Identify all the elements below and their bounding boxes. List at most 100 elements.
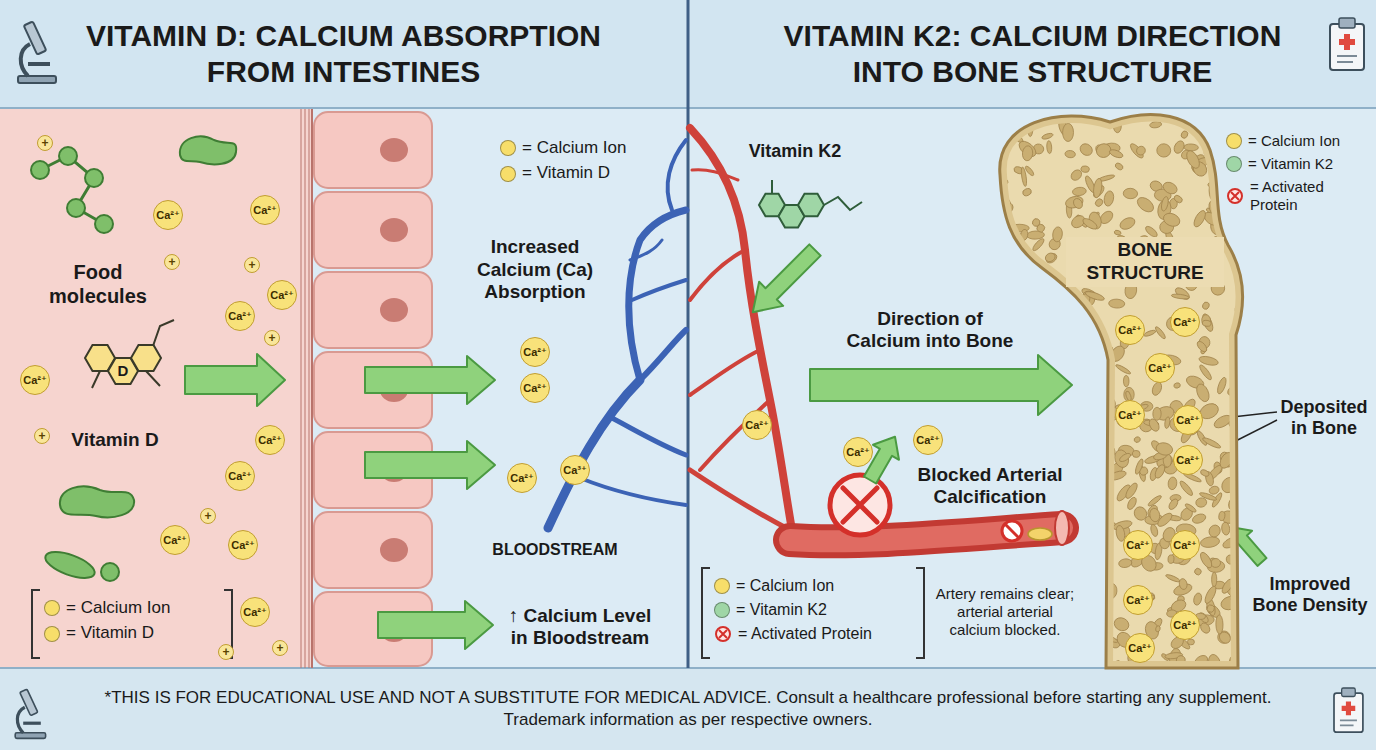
bone-pore xyxy=(1002,523,1016,537)
bone-pore xyxy=(1156,143,1171,157)
ion-label: Ca²⁺ xyxy=(1148,363,1172,374)
bone-pore xyxy=(1059,381,1073,396)
bone-pore xyxy=(1082,409,1100,419)
callout-label: Vitamin K2 xyxy=(740,141,850,162)
bone-pore xyxy=(990,103,1002,115)
legend: = Calcium Ion = Vitamin D xyxy=(500,138,672,184)
label-box: Improved Bone Density xyxy=(1249,574,1371,616)
clipboard-cross xyxy=(1339,34,1355,50)
callout-label: Vitamin D xyxy=(50,429,180,451)
legend-text: = Vitamin D xyxy=(522,163,610,183)
disclaimer-text: *THIS IS FOR EDUCATIONAL USE AND NOT A S… xyxy=(64,687,1312,731)
charge-circle: + xyxy=(218,644,234,660)
bone-pore xyxy=(1108,148,1123,159)
microscope-stage xyxy=(23,722,41,725)
ion-label: Ca²⁺ xyxy=(228,311,252,322)
bone-pore xyxy=(1057,296,1075,315)
ion-label: Ca²⁺ xyxy=(846,447,870,458)
absorption-arrow xyxy=(378,601,493,649)
bone-pore xyxy=(1238,556,1253,567)
bone-pore xyxy=(1198,355,1219,367)
vein xyxy=(612,418,686,455)
bone-pore xyxy=(1149,508,1161,523)
bone-pore xyxy=(1173,194,1184,204)
epithelial-cell xyxy=(314,272,432,348)
clipboard-board xyxy=(1334,693,1363,732)
bone-pore xyxy=(1171,293,1189,299)
charge-circle: + xyxy=(164,254,180,270)
bone-pore xyxy=(1036,427,1053,444)
bone-pore xyxy=(1057,322,1071,338)
vitamin-d-bond xyxy=(92,320,174,388)
bone-pore xyxy=(1038,399,1046,407)
bone-pore xyxy=(1084,402,1090,412)
bone-pore xyxy=(1236,495,1252,507)
bone-pore xyxy=(1069,320,1078,329)
legend-text: = Vitamin K2 xyxy=(736,600,827,619)
bone-pore xyxy=(1206,604,1216,614)
bone-pore xyxy=(1155,441,1174,457)
callout-label: Improved Bone Density xyxy=(1249,574,1371,616)
bone-pore xyxy=(1063,340,1078,352)
bone-pore xyxy=(1218,511,1225,521)
calcium-ion-circle: Ca²⁺ xyxy=(1123,530,1153,560)
bone-pore xyxy=(1067,452,1086,475)
food-molecule xyxy=(42,547,98,584)
bone-pore xyxy=(997,436,1008,444)
callout-label: Food molecules xyxy=(33,261,163,308)
calcium-ion-circle: Ca²⁺ xyxy=(267,280,297,310)
bone-pore xyxy=(998,573,1007,583)
legend-symbol xyxy=(714,625,732,643)
bone-pore xyxy=(1024,441,1039,459)
bone-pore xyxy=(1118,452,1132,463)
food-molecule xyxy=(180,136,236,164)
bone-pore xyxy=(990,447,1002,457)
bone-pore xyxy=(1210,558,1221,568)
charge-sign: + xyxy=(204,510,211,522)
bone-pore xyxy=(1063,123,1074,141)
bone-pore xyxy=(1160,196,1169,212)
calcium-ion-circle: Ca²⁺ xyxy=(843,437,873,467)
intestine-lumen xyxy=(0,109,312,668)
charge-sign: + xyxy=(168,256,175,268)
ion-label: Ca²⁺ xyxy=(1173,620,1197,631)
bone-pore xyxy=(1192,209,1208,229)
artery xyxy=(690,470,790,530)
legend-bracket xyxy=(32,590,232,658)
bone-pore xyxy=(1195,497,1207,508)
ion-label: Ca²⁺ xyxy=(1128,643,1152,654)
bone-pore xyxy=(1202,301,1211,310)
calcium-ion-circle: Ca²⁺ xyxy=(520,373,550,403)
bone-shape: BONE STRUCTURECa²⁺Ca²⁺Ca²⁺Ca²⁺Ca²⁺Ca²⁺Ca… xyxy=(995,105,1250,668)
ion-label: Ca²⁺ xyxy=(1173,317,1197,328)
bone-pore xyxy=(1035,223,1046,234)
bone-pore xyxy=(1034,561,1047,568)
bone-pore xyxy=(1086,410,1098,423)
legend: = Calcium Ion= Vitamin K2= Activated Pro… xyxy=(714,576,914,644)
protein-symbol-cross xyxy=(1231,192,1239,200)
bone-pore xyxy=(1030,515,1041,527)
bone-pore xyxy=(1061,389,1072,399)
bone-pore xyxy=(1079,435,1087,444)
bone-fill xyxy=(1000,115,1243,668)
bone-pore xyxy=(1084,655,1101,671)
bone-pore xyxy=(1077,493,1089,502)
bone-pore xyxy=(1135,144,1147,156)
food-molecule-atom xyxy=(101,563,119,581)
calcium-ion-circle: Ca²⁺ xyxy=(228,530,258,560)
vein xyxy=(630,240,662,260)
bone-pore xyxy=(1194,382,1211,403)
bone-pore xyxy=(1147,417,1161,433)
food-molecule-atom xyxy=(67,199,85,217)
bone-pore xyxy=(1043,533,1051,540)
calcium-ion-circle: Ca²⁺ xyxy=(1115,400,1145,430)
artery-opening xyxy=(1055,511,1069,545)
bone-pore xyxy=(996,377,1009,390)
vitamin-k2-arrow xyxy=(741,238,827,324)
calcium-ion-circle: Ca²⁺ xyxy=(255,425,285,455)
villi-base xyxy=(311,109,313,668)
legend-item: = Calcium Ion xyxy=(500,138,672,158)
arteries xyxy=(690,128,792,530)
bone-pore xyxy=(1118,558,1132,568)
